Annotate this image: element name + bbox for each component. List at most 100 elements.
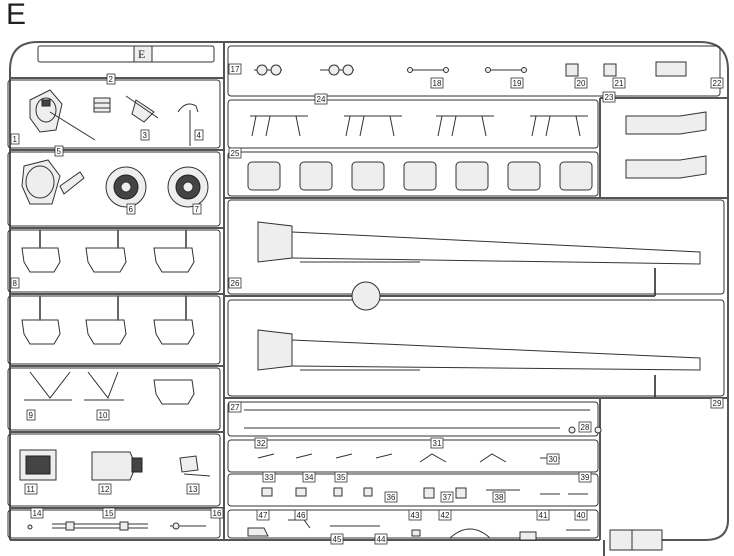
part-label-19: 19 — [510, 77, 524, 89]
part-label-text: 26 — [231, 279, 240, 288]
part-label-28: 28 — [578, 421, 592, 433]
part-label-text: 41 — [539, 511, 548, 520]
parts-group-14-16 — [27, 521, 206, 531]
part-label-27: 27 — [228, 401, 242, 413]
part-label-text: 8 — [13, 279, 18, 288]
parts-group-27 — [244, 409, 602, 434]
part-label-text: 9 — [29, 411, 34, 420]
part-label-text: 22 — [713, 79, 722, 88]
part-label-text: 15 — [105, 509, 114, 518]
parts-group-17-22 — [254, 61, 687, 77]
part-label-text: 44 — [377, 535, 386, 544]
part-label-text: 45 — [333, 535, 342, 544]
part-label-20: 20 — [574, 77, 588, 89]
parts-group-row-5 — [21, 295, 195, 345]
part-label-text: 40 — [577, 511, 586, 520]
sprue-tag: E — [37, 45, 215, 63]
part-label-text: 11 — [27, 485, 36, 494]
part-label-16: 16 — [210, 507, 224, 519]
part-label-6: 6 — [126, 203, 136, 215]
part-label-text: 39 — [581, 473, 590, 482]
parts-group-25 — [247, 161, 593, 191]
part-label-1: 1 — [10, 133, 20, 145]
part-label-text: 47 — [259, 511, 268, 520]
part-label-46: 46 — [294, 509, 308, 521]
part-label-text: 28 — [581, 423, 590, 432]
part-label-text: 3 — [143, 131, 148, 140]
part-label-text: 32 — [257, 439, 266, 448]
parts-group-24 — [250, 115, 588, 137]
part-label-12: 12 — [98, 483, 112, 495]
part-label-text: 33 — [265, 473, 274, 482]
part-label-42: 42 — [438, 509, 452, 521]
part-label-2: 2 — [106, 73, 116, 85]
part-label-15: 15 — [102, 507, 116, 519]
parts-group-9-10 — [24, 371, 195, 405]
part-label-29: 29 — [710, 397, 724, 409]
part-label-7: 7 — [192, 203, 202, 215]
part-label-34: 34 — [302, 471, 316, 483]
part-label-text: 46 — [297, 511, 306, 520]
part-label-45: 45 — [330, 533, 344, 545]
part-label-18: 18 — [430, 77, 444, 89]
part-label-47: 47 — [256, 509, 270, 521]
part-label-32: 32 — [254, 437, 268, 449]
part-label-text: 5 — [57, 147, 62, 156]
parts-group-5-7 — [21, 159, 209, 208]
part-label-text: 43 — [411, 511, 420, 520]
parts-group-23 — [625, 111, 707, 179]
part-label-text: 16 — [213, 509, 222, 518]
part-label-9: 9 — [26, 409, 36, 421]
part-label-43: 43 — [408, 509, 422, 521]
part-label-44: 44 — [374, 533, 388, 545]
part-label-17: 17 — [228, 63, 242, 75]
part-label-11: 11 — [24, 483, 38, 495]
part-label-text: 37 — [443, 493, 452, 502]
part-label-26: 26 — [228, 277, 242, 289]
part-label-text: 34 — [305, 473, 314, 482]
part-label-25: 25 — [228, 147, 242, 159]
part-label-text: 12 — [101, 485, 110, 494]
part-label-text: 30 — [549, 455, 558, 464]
part-label-text: 27 — [231, 403, 240, 412]
part-label-4: 4 — [194, 129, 204, 141]
part-label-10: 10 — [96, 409, 110, 421]
sprue-frame — [9, 41, 729, 541]
part-label-text: 36 — [387, 493, 396, 502]
part-label-39: 39 — [578, 471, 592, 483]
part-label-text: 4 — [197, 131, 202, 140]
part-label-text: 1 — [13, 135, 18, 144]
parts-group-26 — [257, 221, 701, 371]
part-label-36: 36 — [384, 491, 398, 503]
part-label-14: 14 — [30, 507, 44, 519]
part-label-30: 30 — [546, 453, 560, 465]
part-label-text: 6 — [129, 205, 134, 214]
part-label-13: 13 — [186, 483, 200, 495]
part-label-text: 21 — [615, 79, 624, 88]
sprue-tag-letter: E — [138, 47, 145, 61]
part-label-text: 7 — [195, 205, 200, 214]
part-label-35: 35 — [334, 471, 348, 483]
part-label-text: 18 — [433, 79, 442, 88]
part-label-text: 20 — [577, 79, 586, 88]
part-frames — [7, 45, 725, 539]
part-label-41: 41 — [536, 509, 550, 521]
part-label-text: 2 — [109, 75, 114, 84]
part-label-text: 29 — [713, 399, 722, 408]
part-label-22: 22 — [710, 77, 724, 89]
parts-group-1-4 — [29, 89, 199, 146]
part-label-text: 10 — [99, 411, 108, 420]
part-label-text: 19 — [513, 79, 522, 88]
part-label-text: 17 — [231, 65, 240, 74]
part-label-text: 35 — [337, 473, 346, 482]
part-label-text: 14 — [33, 509, 42, 518]
part-label-37: 37 — [440, 491, 454, 503]
part-label-38: 38 — [492, 491, 506, 503]
part-label-40: 40 — [574, 509, 588, 521]
part-label-3: 3 — [140, 129, 150, 141]
part-label-5: 5 — [54, 145, 64, 157]
part-label-31: 31 — [430, 437, 444, 449]
parts-group-11-13 — [19, 449, 211, 481]
part-label-24: 24 — [314, 93, 328, 105]
part-label-23: 23 — [602, 91, 616, 103]
